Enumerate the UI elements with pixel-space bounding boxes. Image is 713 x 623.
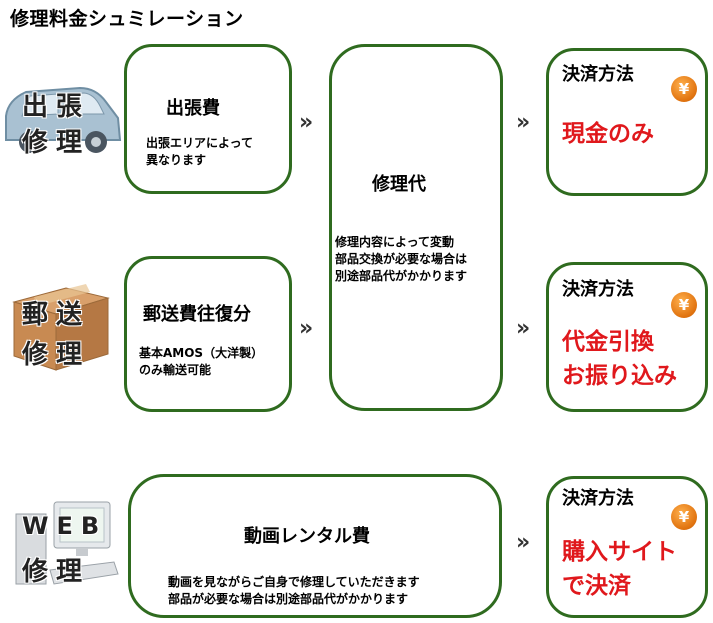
dispatch-fee-box — [124, 44, 292, 194]
dispatch-payment-method: 現金のみ — [562, 121, 654, 147]
web-fee-box — [128, 474, 502, 618]
repair-cost-text-1: 修理内容によって変動 — [335, 235, 455, 249]
page-title: 修理料金シュミレーション — [10, 8, 244, 30]
repair-cost-text-2: 部品交換が必要な場合は — [335, 252, 468, 266]
yen-coin-icon: ¥ — [671, 504, 697, 530]
double-chevron-right-icon: » — [299, 316, 313, 341]
web-fee-text-1: 動画を見ながらご自身で修理していただきます — [168, 575, 420, 589]
web-fee-title: 動画レンタル費 — [244, 526, 370, 547]
mail-fee-box — [124, 256, 292, 412]
cardboard-box-icon — [4, 282, 116, 374]
web-fee-text-2: 部品が必要な場合は別途部品代がかかります — [168, 592, 409, 606]
repair-cost-text-3: 別途部品代がかかります — [335, 269, 468, 283]
dispatch-payment-title: 決済方法 — [562, 64, 634, 85]
dispatch-fee-title: 出張費 — [166, 98, 220, 119]
mail-side-label-top: 郵送 — [22, 300, 91, 330]
mail-payment-title: 決済方法 — [562, 279, 634, 300]
repair-cost-box — [329, 44, 503, 411]
mail-payment-method-1: 代金引換 — [562, 329, 654, 355]
dispatch-side-label-bottom: 修理 — [22, 128, 91, 158]
mail-payment-method-2: お振り込み — [562, 363, 677, 389]
dispatch-fee-text-1: 出張エリアによって — [146, 136, 254, 150]
dispatch-side-label-top: 出張 — [22, 92, 91, 122]
dispatch-fee-text-2: 異なります — [146, 153, 207, 167]
mail-fee-text-2: のみ輸送可能 — [139, 363, 212, 377]
mail-fee-title: 郵送費往復分 — [143, 304, 251, 325]
web-side-label-top: WEB — [22, 512, 108, 540]
desktop-computer-icon — [10, 500, 120, 600]
web-payment-method-2: で決済 — [562, 573, 631, 599]
mail-payment-box — [546, 262, 708, 412]
repair-cost-title: 修理代 — [372, 174, 426, 195]
yen-coin-icon: ¥ — [671, 76, 697, 102]
double-chevron-right-icon: » — [516, 316, 530, 341]
web-payment-method-1: 購入サイト — [562, 539, 677, 565]
double-chevron-right-icon: » — [299, 110, 313, 135]
mail-fee-text-1: 基本AMOS（大洋製） — [139, 346, 264, 360]
yen-coin-icon: ¥ — [671, 292, 697, 318]
web-side-label-bottom: 修理 — [22, 557, 91, 587]
double-chevron-right-icon: » — [516, 110, 530, 135]
double-chevron-right-icon: » — [516, 530, 530, 555]
van-icon — [0, 78, 124, 158]
web-payment-box — [546, 476, 708, 618]
web-payment-title: 決済方法 — [562, 488, 634, 509]
dispatch-payment-box — [546, 48, 708, 196]
mail-side-label-bottom: 修理 — [22, 340, 91, 370]
